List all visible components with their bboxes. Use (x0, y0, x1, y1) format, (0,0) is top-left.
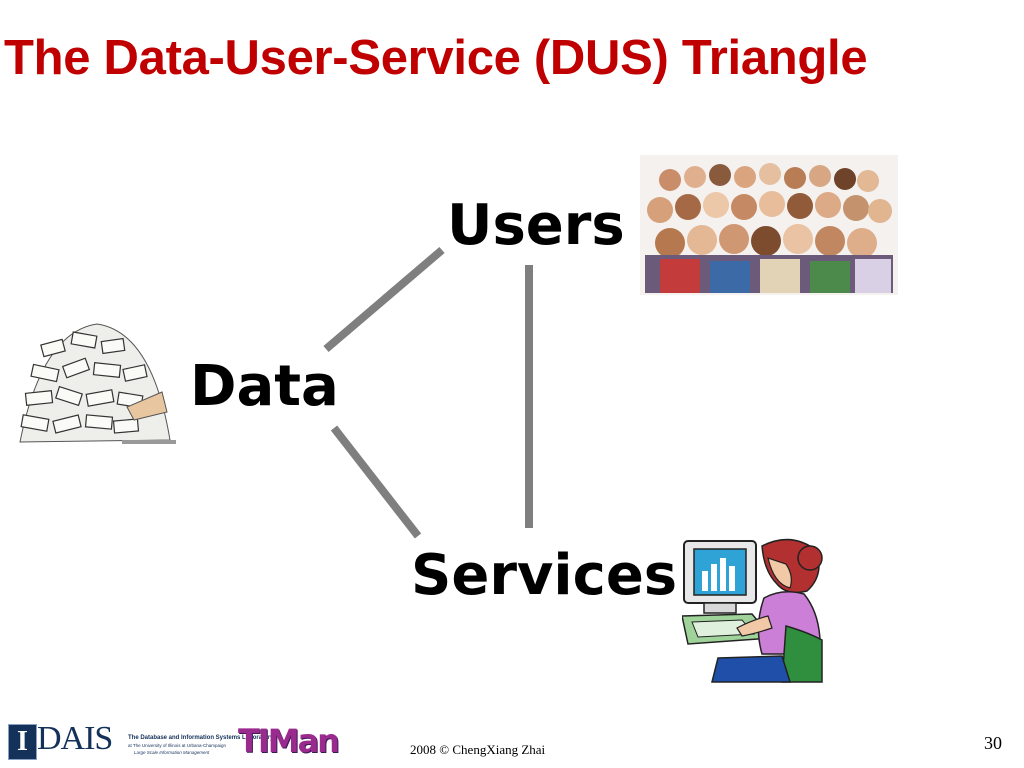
footer-copyright: 2008 © ChengXiang Zhai (410, 742, 546, 757)
page-number: 30 (984, 733, 1002, 753)
timan-logo: TIMan (238, 722, 340, 760)
node-data-label: Data (190, 354, 339, 419)
dais-logo-line2: at The University of Illinois at Urbana-… (128, 743, 226, 748)
dais-logo: I DAIS The Database and Information Syst… (8, 720, 273, 762)
node-users-label: Users (447, 193, 625, 258)
paper-pile-image (19, 323, 176, 444)
crowd-faces (645, 163, 893, 293)
connector-data-services (330, 425, 422, 539)
slide-title: The Data-User-Service (DUS) Triangle (4, 31, 868, 85)
woman-at-computer-image (682, 538, 823, 683)
dais-logo-line3: Large Scale Information Management (134, 750, 210, 755)
node-services-label: Services (411, 543, 678, 608)
dais-logo-line1: The Database and Information Systems Lab… (128, 735, 274, 741)
people-crowd-image (640, 155, 898, 295)
connector-data-users (323, 246, 445, 353)
dais-logo-letter: I (8, 724, 37, 760)
dais-logo-name: DAIS (37, 720, 113, 757)
